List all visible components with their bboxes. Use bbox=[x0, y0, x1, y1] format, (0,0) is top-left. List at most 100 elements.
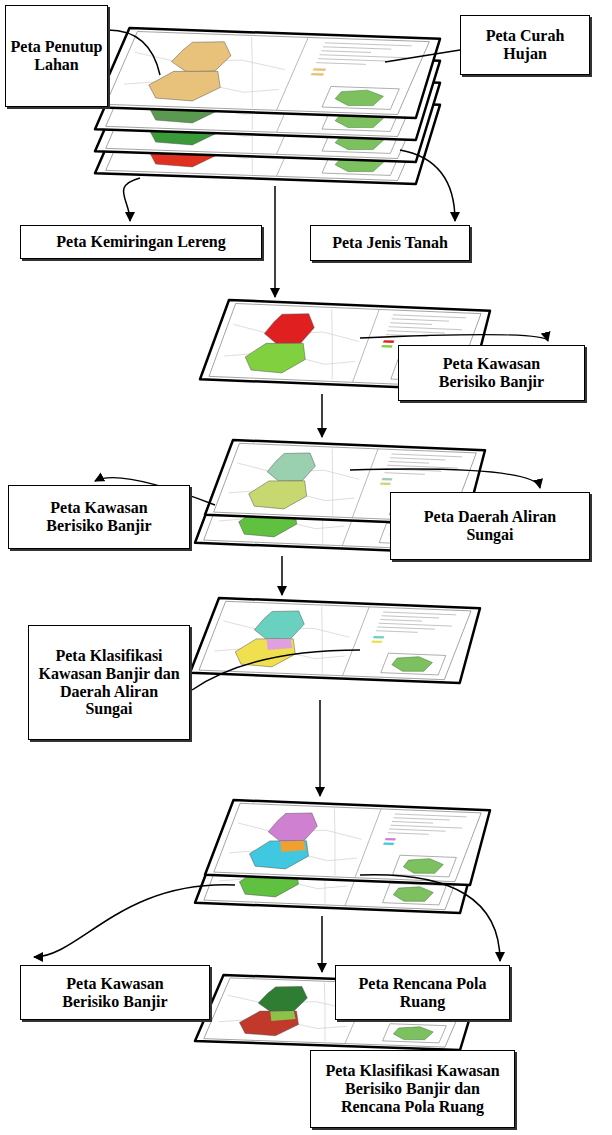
map-frame bbox=[199, 601, 471, 679]
box-label: Peta Curah Hujan bbox=[467, 27, 583, 63]
box-label: Peta Rencana Pola Ruang bbox=[344, 975, 501, 1011]
label-box: Peta Rencana Pola Ruang bbox=[335, 965, 510, 1020]
label-box: Peta Kemiringan Lereng bbox=[20, 225, 262, 259]
map-region bbox=[255, 985, 312, 1012]
map-inset bbox=[332, 89, 385, 106]
label-box: Peta Kawasan Berisiko Banjir bbox=[398, 345, 585, 401]
box-label: Peta Kawasan Berisiko Banjir bbox=[417, 355, 566, 391]
map-inset bbox=[391, 1026, 435, 1041]
leader-arrow bbox=[360, 875, 500, 961]
map-legend-line bbox=[316, 63, 366, 65]
map-legend-line bbox=[383, 612, 456, 615]
map-divider bbox=[352, 449, 378, 518]
flow-arrow bbox=[274, 186, 276, 297]
map-legend-swatch bbox=[380, 482, 391, 485]
map-legend-swatch bbox=[383, 842, 394, 845]
map-legend-line bbox=[390, 458, 445, 460]
box-label: Peta Daerah Aliran Sungai bbox=[405, 508, 575, 544]
leader-line bbox=[192, 650, 360, 690]
map-legend-line bbox=[320, 55, 407, 58]
map-road bbox=[221, 37, 282, 108]
map-inset-frame bbox=[383, 883, 447, 905]
map-legend-line bbox=[390, 323, 432, 325]
map-inset-frame bbox=[322, 86, 399, 109]
map-inset bbox=[390, 656, 435, 672]
map-divider bbox=[276, 37, 308, 110]
map-legend-swatch bbox=[383, 340, 394, 343]
leader-arrow bbox=[34, 885, 235, 957]
map-region bbox=[244, 479, 313, 510]
leader-arrow bbox=[400, 150, 455, 221]
label-box: Peta Kawasan Berisiko Banjir bbox=[20, 965, 210, 1020]
map-divider bbox=[353, 309, 380, 382]
map-region bbox=[143, 69, 228, 102]
map-sheet-outline bbox=[95, 28, 440, 118]
map-legend-line bbox=[393, 315, 466, 318]
map-frame bbox=[214, 803, 481, 881]
box-label: Peta Klasifikasi Kawasan Banjir dan Daer… bbox=[35, 647, 183, 719]
map-road bbox=[307, 449, 357, 516]
map-legend-swatch bbox=[371, 640, 382, 643]
label-box: Peta Curah Hujan bbox=[460, 15, 590, 75]
label-box: Peta Klasifikasi Kawasan Berisiko Banjir… bbox=[310, 1050, 515, 1128]
map-legend-line bbox=[392, 319, 449, 321]
map-legend-line bbox=[392, 821, 433, 823]
map-legend-line bbox=[391, 825, 463, 828]
map-region bbox=[261, 312, 319, 345]
map-legend-line bbox=[389, 461, 429, 463]
map-inset bbox=[391, 886, 435, 902]
map-legend-line bbox=[395, 814, 467, 817]
map-sheet bbox=[190, 598, 480, 683]
map-legend-line bbox=[388, 833, 429, 835]
label-box: Peta Jenis Tanah bbox=[310, 225, 470, 261]
map-region bbox=[240, 341, 311, 374]
box-label: Peta Kawasan Berisiko Banjir bbox=[39, 975, 191, 1011]
leader-arrow bbox=[350, 469, 540, 488]
map-legend-line bbox=[389, 829, 445, 831]
map-sheet bbox=[205, 800, 490, 885]
map-legend-line bbox=[391, 454, 462, 457]
label-box: Peta Klasifikasi Kawasan Banjir dan Daer… bbox=[28, 625, 190, 740]
map-inset bbox=[401, 858, 445, 874]
map-inset-frame bbox=[393, 855, 457, 877]
map-region bbox=[265, 812, 322, 843]
map-legend-line bbox=[376, 631, 418, 633]
map-legend-line bbox=[384, 473, 424, 475]
map-legend-swatch bbox=[373, 636, 384, 639]
map-legend-line bbox=[323, 47, 391, 49]
map-legend-swatch bbox=[313, 68, 326, 71]
map-region bbox=[266, 1010, 299, 1022]
leader-line bbox=[385, 50, 460, 62]
map-region bbox=[264, 452, 320, 483]
leader-arrow bbox=[123, 178, 140, 221]
map-region bbox=[167, 40, 236, 73]
map-legend-line bbox=[380, 619, 422, 621]
map-legend-line bbox=[321, 51, 371, 53]
flow-arrow bbox=[321, 916, 323, 972]
map-legend-line bbox=[318, 59, 386, 61]
flow-arrow bbox=[319, 700, 321, 796]
map-divider bbox=[355, 809, 381, 878]
map-legend-swatch bbox=[311, 73, 324, 76]
label-box: Peta Daerah Aliran Sungai bbox=[390, 492, 590, 560]
box-label: Peta Klasifikasi Kawasan Berisiko Banjir… bbox=[317, 1062, 508, 1116]
label-box: Peta Penutup Lahan bbox=[5, 5, 108, 107]
flow-arrow bbox=[321, 394, 323, 437]
map-inset-frame bbox=[383, 1024, 447, 1043]
map-region bbox=[276, 840, 309, 853]
map-sheet bbox=[95, 28, 440, 118]
map-legend-swatch bbox=[381, 345, 392, 348]
map-legend-line bbox=[382, 616, 439, 618]
map-region bbox=[263, 638, 296, 651]
map-road bbox=[309, 809, 360, 876]
map-sheet-outline bbox=[205, 800, 490, 885]
map-content bbox=[106, 31, 430, 114]
map-legend-line bbox=[379, 623, 452, 626]
map-region bbox=[251, 610, 309, 641]
map-sheet-outline bbox=[190, 598, 480, 683]
map-legend-line bbox=[325, 43, 412, 46]
box-label: Peta Kawasan Berisiko Banjir bbox=[23, 499, 175, 535]
map-legend-line bbox=[387, 331, 444, 333]
map-frame bbox=[106, 31, 430, 114]
